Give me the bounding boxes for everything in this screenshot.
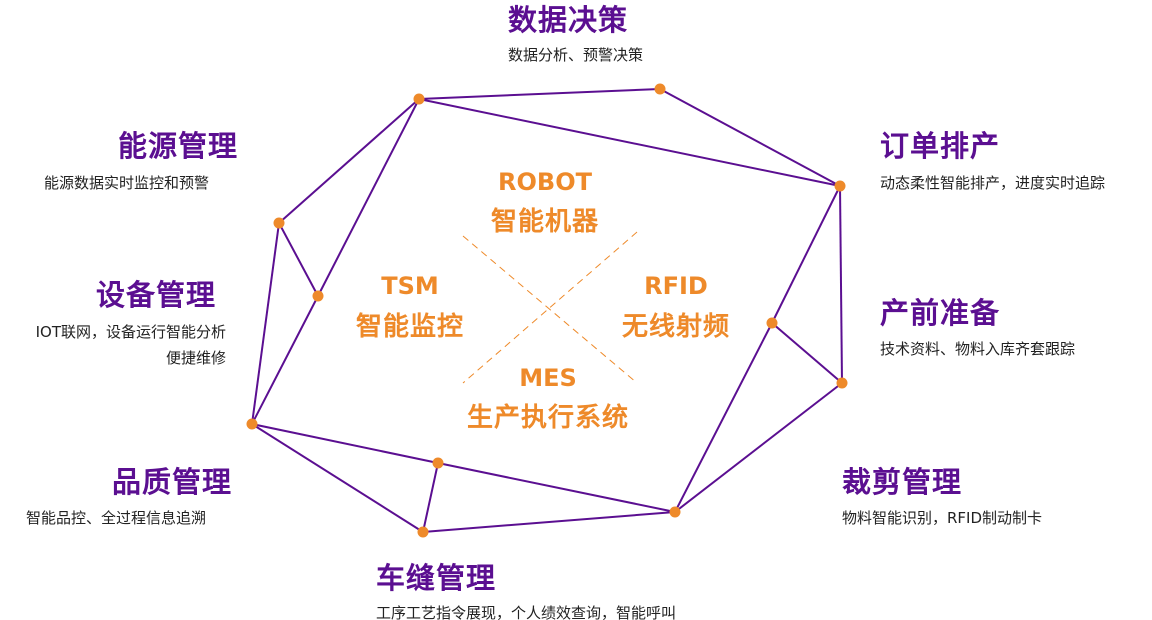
edge <box>437 462 676 513</box>
center-cross-line-1 <box>462 235 638 384</box>
data-decision-title: 数据决策 <box>508 3 629 37</box>
rfid-label: RFID <box>644 272 708 300</box>
robot-label: ROBOT <box>498 168 592 196</box>
cutting-management-desc: 物料智能识别，RFID制动制卡 <box>842 509 1043 527</box>
vertex <box>413 93 425 105</box>
edge <box>278 222 319 297</box>
edge <box>251 423 439 464</box>
vertex <box>836 377 848 389</box>
production-prep-desc: 技术资料、物料入库齐套跟踪 <box>880 340 1076 358</box>
edge <box>771 185 841 324</box>
vertex <box>417 526 429 538</box>
center-cross <box>462 231 638 384</box>
mes-cn-label: 生产执行系统 <box>466 403 629 433</box>
vertex <box>834 180 846 192</box>
energy-management-desc: 能源数据实时监控和预警 <box>44 174 210 192</box>
edge <box>422 511 676 533</box>
vertex <box>654 83 666 95</box>
quality-management-desc: 智能品控、全过程信息追溯 <box>26 509 207 527</box>
edge <box>251 295 319 425</box>
sewing-management-desc: 工序工艺指令展现，个人绩效查询，智能呼叫 <box>376 604 677 620</box>
vertices <box>246 83 848 538</box>
vertex <box>312 290 324 302</box>
center-cross-line-2 <box>462 231 638 384</box>
rfid-cn-label: 无线射频 <box>621 312 730 342</box>
edge <box>659 88 841 187</box>
edge <box>839 185 843 384</box>
vertex <box>273 217 285 229</box>
edge <box>251 423 424 533</box>
tsm-label: TSM <box>381 272 439 300</box>
equipment-management-desc-line2: 便捷维修 <box>165 349 226 367</box>
vertex <box>246 418 258 430</box>
quality-management-title: 品质管理 <box>112 465 233 499</box>
sewing-management-title: 车缝管理 <box>376 561 497 595</box>
cutting-management-title: 裁剪管理 <box>842 465 963 499</box>
edge <box>771 322 843 384</box>
order-scheduling-desc: 动态柔性智能排产，进度实时追踪 <box>880 174 1106 192</box>
edges <box>251 88 843 533</box>
edge <box>278 98 420 224</box>
vertex <box>669 506 681 518</box>
edge <box>674 382 843 513</box>
vertex <box>766 317 778 329</box>
edge <box>251 222 280 425</box>
data-decision-desc: 数据分析、预警决策 <box>508 46 644 64</box>
edge <box>317 98 420 297</box>
production-prep-title: 产前准备 <box>880 296 1001 330</box>
robot-cn-label: 智能机器 <box>490 207 599 237</box>
energy-management-title: 能源管理 <box>118 129 239 163</box>
mes-label: MES <box>519 364 577 392</box>
tsm-cn-label: 智能监控 <box>355 312 464 342</box>
equipment-management-desc-line1: IOT联网，设备运行智能分析 <box>35 323 226 341</box>
vertex <box>432 457 444 469</box>
equipment-management-title: 设备管理 <box>96 278 217 312</box>
edge <box>422 462 439 533</box>
edge <box>418 88 661 100</box>
order-scheduling-title: 订单排产 <box>880 129 1001 163</box>
edge <box>418 98 841 187</box>
edge <box>674 322 773 513</box>
